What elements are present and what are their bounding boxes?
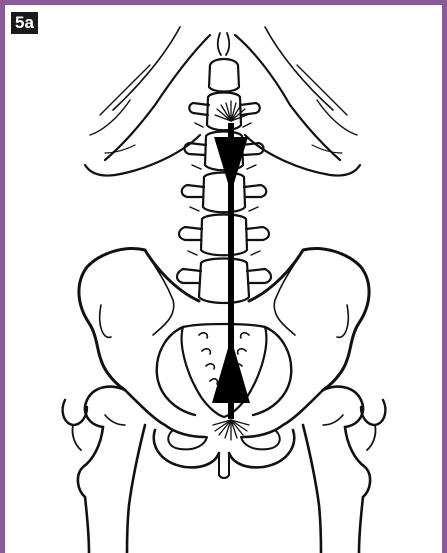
upward-arrow-icon	[212, 338, 250, 403]
figure-label: 5a	[11, 12, 38, 34]
spine-pelvis-illustration	[5, 5, 442, 553]
femurs	[63, 387, 386, 553]
spinal-column	[177, 59, 271, 303]
